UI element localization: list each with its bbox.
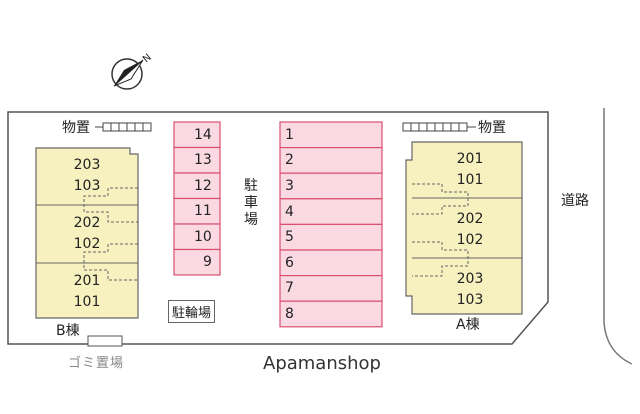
credit-watermark: Apamanshop (263, 353, 381, 374)
right-slot-number: 4 (285, 203, 294, 220)
building-b-unit-upper: 203 (73, 157, 101, 173)
left-slot-10 (173, 223, 221, 251)
building-b-unit-upper: 201 (73, 273, 101, 289)
right-slot-8 (279, 300, 383, 328)
right-slot-1 (279, 121, 383, 149)
left-slot-number: 10 (194, 228, 212, 245)
left-slot-number: 14 (194, 126, 212, 143)
left-slot-11 (173, 197, 221, 225)
right-slot-number: 5 (285, 229, 294, 246)
building-a-unit-upper: 202 (456, 211, 484, 227)
building-b-shape (35, 147, 139, 319)
building-b-unit-lower: 102 (73, 236, 101, 252)
left-slot-number: 9 (203, 254, 212, 271)
garbage-label: ゴミ置場 (68, 356, 125, 371)
left-slot-number: 11 (194, 203, 212, 220)
storage-label-right: 物置 (478, 120, 506, 136)
right-slot-5 (279, 223, 383, 251)
left-slot-9 (173, 248, 221, 276)
left-slot-number: 13 (194, 152, 212, 169)
right-slot-number: 6 (285, 254, 294, 271)
road-label: 道路 (561, 193, 589, 209)
storage-label-left: 物置 (62, 120, 90, 136)
building-a-unit-upper: 203 (456, 271, 484, 287)
building-a-shape (405, 141, 523, 315)
bicycle-parking-label: 駐輪場 (168, 300, 216, 323)
parking-label-text: 駐車場 (244, 178, 258, 228)
left-slot-12 (173, 172, 221, 200)
road-edge (603, 108, 633, 365)
right-slot-4 (279, 198, 383, 226)
building-a-unit-upper: 201 (456, 151, 484, 167)
building-b-unit-lower: 101 (73, 294, 101, 310)
left-slot-14 (173, 121, 221, 149)
parking-label: 駐車場 (243, 178, 259, 229)
storage-left (95, 122, 152, 132)
building-a-unit-lower: 102 (456, 232, 484, 248)
left-slot-number: 12 (194, 177, 212, 194)
right-slot-number: 7 (285, 280, 294, 297)
parking-right (279, 121, 383, 328)
north-arrow-icon (111, 58, 144, 90)
right-slot-7 (279, 275, 383, 302)
right-slot-number: 2 (285, 152, 294, 169)
parking-left (173, 121, 221, 276)
left-slot-13 (173, 146, 221, 174)
storage-right (402, 122, 476, 132)
right-slot-number: 8 (285, 306, 294, 322)
building-a-unit-lower: 101 (456, 172, 484, 188)
building-a-unit-lower: 103 (456, 292, 484, 308)
right-slot-3 (279, 172, 383, 200)
right-slot-number: 1 (285, 126, 294, 143)
right-slot-number: 3 (285, 178, 294, 194)
right-slot-6 (279, 249, 383, 277)
right-slot-2 (279, 147, 383, 174)
building-b-unit-lower: 103 (73, 178, 101, 194)
building-b-unit-upper: 202 (73, 215, 101, 231)
garbage-area-shape (87, 335, 123, 347)
building-b-label: B棟 (56, 323, 80, 339)
building-a-label: A棟 (456, 317, 480, 333)
